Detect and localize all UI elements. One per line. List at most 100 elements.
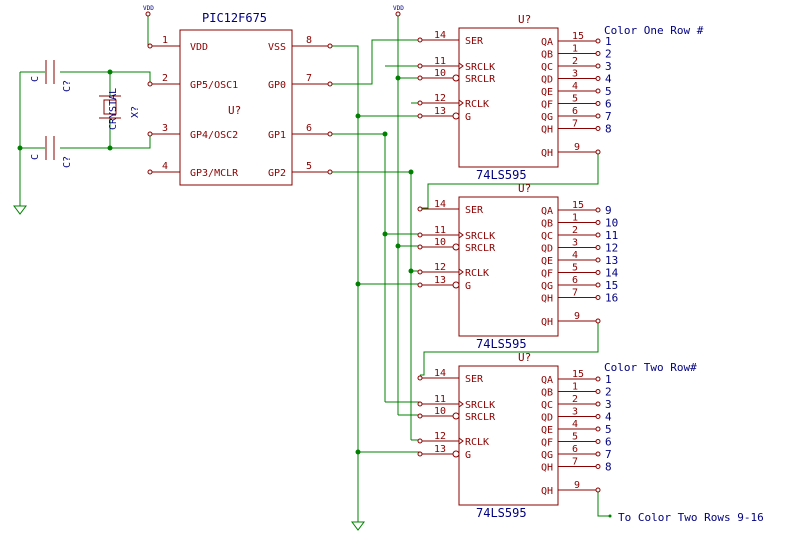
chip-value: 74LS595 [476, 168, 527, 182]
osc2-wire [20, 132, 151, 149]
pin-number: 3 [572, 407, 578, 418]
output-row-label: 2 [605, 386, 612, 399]
pin-number: 14 [434, 368, 446, 379]
pin-number: 9 [574, 480, 580, 491]
output-row-label: 6 [605, 98, 612, 111]
pin-name: QA [541, 206, 553, 217]
pin-g: 13G [417, 275, 471, 292]
pic-ref: U? [228, 104, 241, 117]
pin-name: G [465, 112, 471, 123]
output-row-label: 1 [605, 373, 612, 386]
pin-number: 7 [306, 73, 312, 84]
pin-number: 6 [572, 444, 578, 455]
pin-number: 2 [162, 73, 168, 84]
shift-registers: U?74LS59514SER11SRCLK10SRCLR12RCLK13G15Q… [417, 13, 619, 520]
output-row-label: 1 [605, 35, 612, 48]
pic-pins: 1VDD2GP5/OSC13GP4/OSC24GP3/MCLR8VSS7GP06… [147, 35, 333, 179]
cap-ref: C? [62, 156, 73, 168]
output-row-label: 7 [605, 110, 612, 123]
output-row-label: 9 [605, 204, 612, 217]
pin-number: 3 [572, 238, 578, 249]
pin-name: GP0 [268, 80, 286, 91]
pin-name: RCLK [465, 99, 489, 110]
pin-name: QG [541, 450, 553, 461]
chip-ref: U? [518, 13, 531, 26]
pin-name: QB [541, 388, 553, 399]
output-row-label: 3 [605, 60, 612, 73]
shift-register-u3[interactable]: U?74LS59514SER11SRCLK10SRCLR12RCLK13G15Q… [417, 351, 612, 520]
pin-number: 10 [434, 68, 446, 79]
shift-register-u1[interactable]: U?74LS59514SER11SRCLK10SRCLR12RCLK13G15Q… [417, 13, 612, 182]
pin-number: 15 [572, 200, 584, 211]
capacitor-c1: C C? [30, 60, 73, 92]
pin-g: 13G [417, 444, 471, 461]
pin-name: RCLK [465, 268, 489, 279]
crystal-ref: X? [130, 106, 141, 118]
output-row-label: 11 [605, 229, 618, 242]
pin-name: QH [541, 125, 553, 136]
chip-value: 74LS595 [476, 506, 527, 520]
pin-number: 9 [574, 142, 580, 153]
shift-register-u2[interactable]: U?74LS59514SER11SRCLK10SRCLR12RCLK13G15Q… [417, 182, 619, 351]
pin-name: QH [541, 148, 553, 159]
pin-qb: 1QB 2 [541, 382, 612, 399]
pin-number: 14 [434, 199, 446, 210]
crystal-value: CRYSTAL [108, 88, 119, 130]
chip-value: 74LS595 [476, 337, 527, 351]
pin-name: SRCLR [465, 74, 496, 85]
vdd-label: VDD [143, 5, 154, 12]
pic12f675[interactable]: PIC12F675 U? 1VDD2GP5/OSC13GP4/OSC24GP3/… [147, 11, 333, 186]
output-row-label: 8 [605, 123, 612, 136]
output-row-label: 13 [605, 254, 618, 267]
chip-ref: U? [518, 182, 531, 195]
pin-name: QD [541, 413, 553, 424]
pin-name: QE [541, 425, 553, 436]
pin-number: 1 [572, 382, 578, 393]
output-row-label: 5 [605, 423, 612, 436]
pin-number: 7 [572, 288, 578, 299]
pin-number: 1 [162, 35, 168, 46]
pin-name: QE [541, 256, 553, 267]
label-to-color-two-rows: To Color Two Rows 9-16 [618, 511, 764, 524]
pin-number: 2 [572, 394, 578, 405]
pin-name: QC [541, 400, 553, 411]
pin-name: QC [541, 231, 553, 242]
pin-number: 6 [572, 106, 578, 117]
pin-name: GP2 [268, 168, 286, 179]
pin-number: 11 [434, 394, 446, 405]
pin-name: QH [541, 294, 553, 305]
pin-qd: 3QD 4 [541, 407, 612, 424]
pin-name: VSS [268, 42, 286, 53]
output-row-label: 4 [605, 411, 612, 424]
pin-number: 1 [572, 44, 578, 55]
pin-number: 12 [434, 262, 446, 273]
output-row-label: 10 [605, 217, 618, 230]
capacitor-c2: C C? [30, 136, 73, 168]
gp2-rclk-bus [330, 171, 412, 440]
pin-number: 5 [572, 94, 578, 105]
